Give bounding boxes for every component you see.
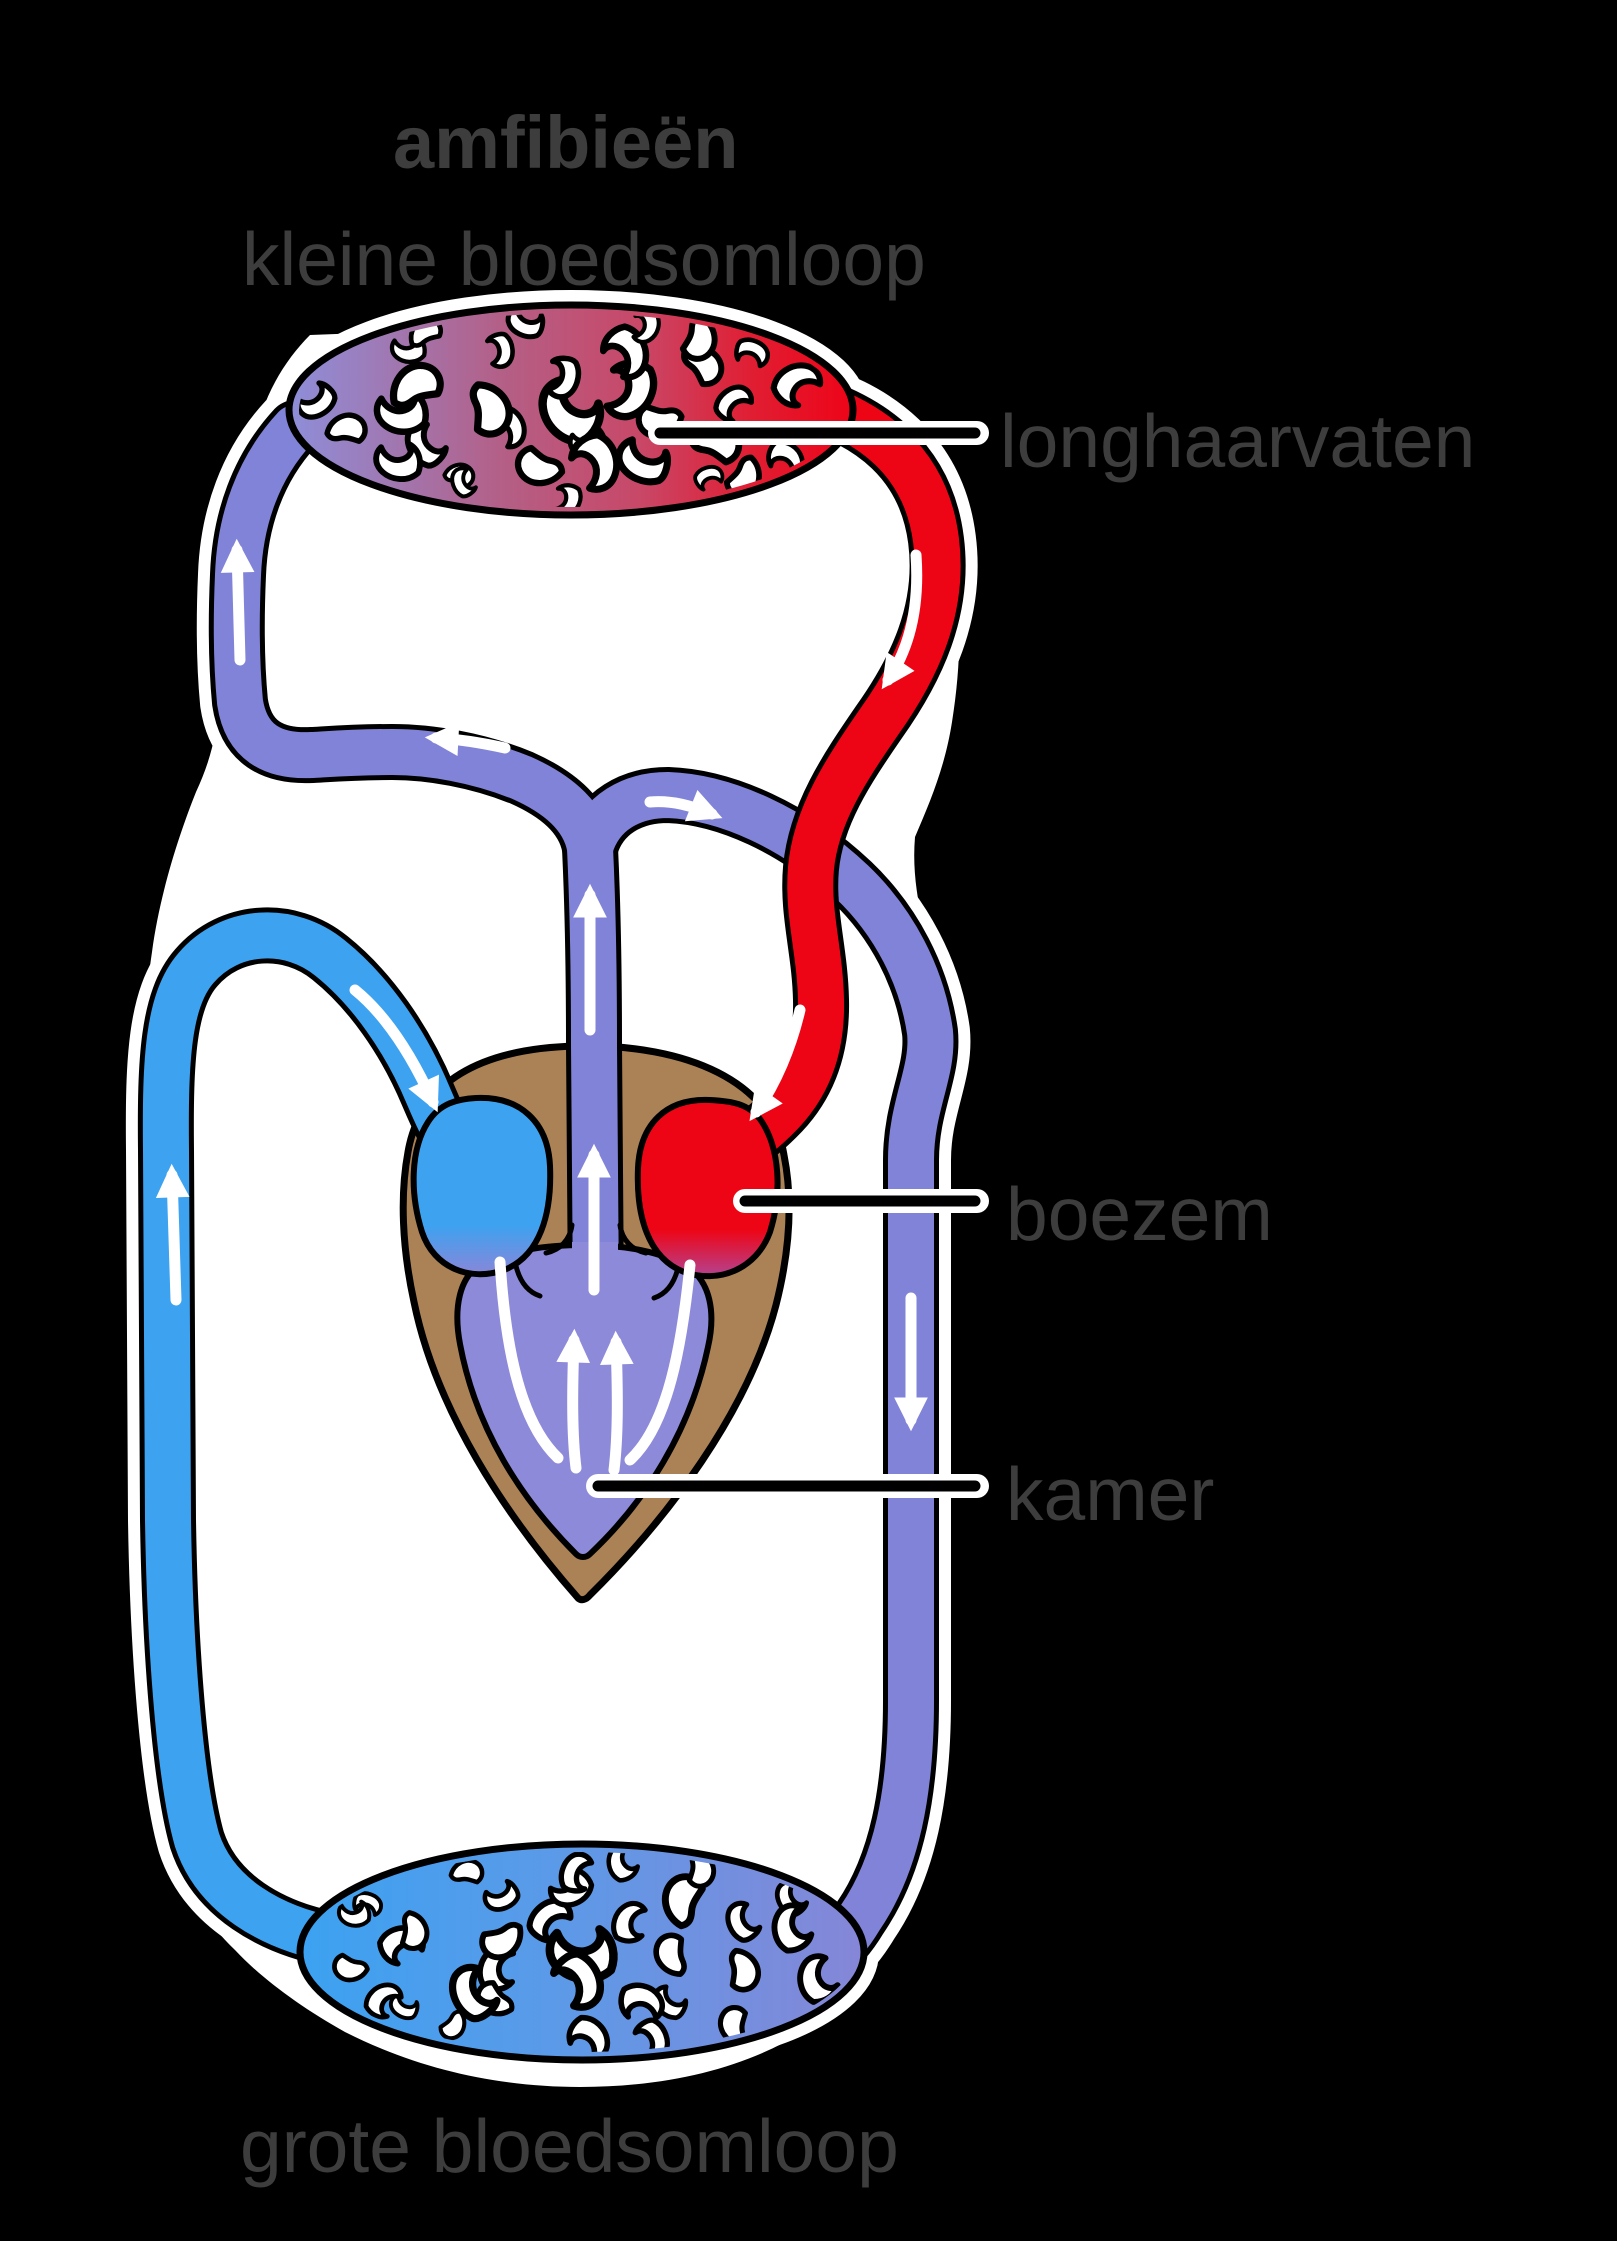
atrium-left: [410, 1094, 554, 1278]
atrium-right: [634, 1096, 781, 1280]
label-ventricle: kamer: [1006, 1452, 1215, 1536]
label-atrium: boezem: [1006, 1172, 1273, 1256]
flow-arrows: [155, 538, 928, 1476]
title: amfibieën: [393, 101, 739, 184]
pulmonary-vein: [700, 372, 966, 1184]
arrow-blue-into-atrium: [349, 984, 439, 1113]
flow-line-left-atrium: [494, 1256, 564, 1464]
arrow-ventricle-left: [556, 1328, 591, 1474]
body-capillaries: [296, 1840, 868, 2064]
label-small-circulation: kleine bloedsomloop: [242, 217, 926, 301]
arrow-red-down: [881, 549, 923, 690]
arrow-red-into-atrium: [749, 1004, 806, 1122]
label-lung-capillaries: longhaarvaten: [1000, 399, 1476, 483]
arrow-right-branch: [644, 790, 723, 822]
arrow-blue-up: [155, 1163, 190, 1306]
arrow-left-branch: [424, 722, 511, 756]
arrow-up-pulmonary: [220, 538, 255, 666]
arrow-ventricle-right: [599, 1330, 634, 1476]
flow-line-right-atrium: [624, 1259, 696, 1466]
lung-capillaries: [285, 301, 857, 519]
pointer-lines: [586, 421, 989, 1498]
label-large-circulation: grote bloedsomloop: [240, 2104, 899, 2188]
